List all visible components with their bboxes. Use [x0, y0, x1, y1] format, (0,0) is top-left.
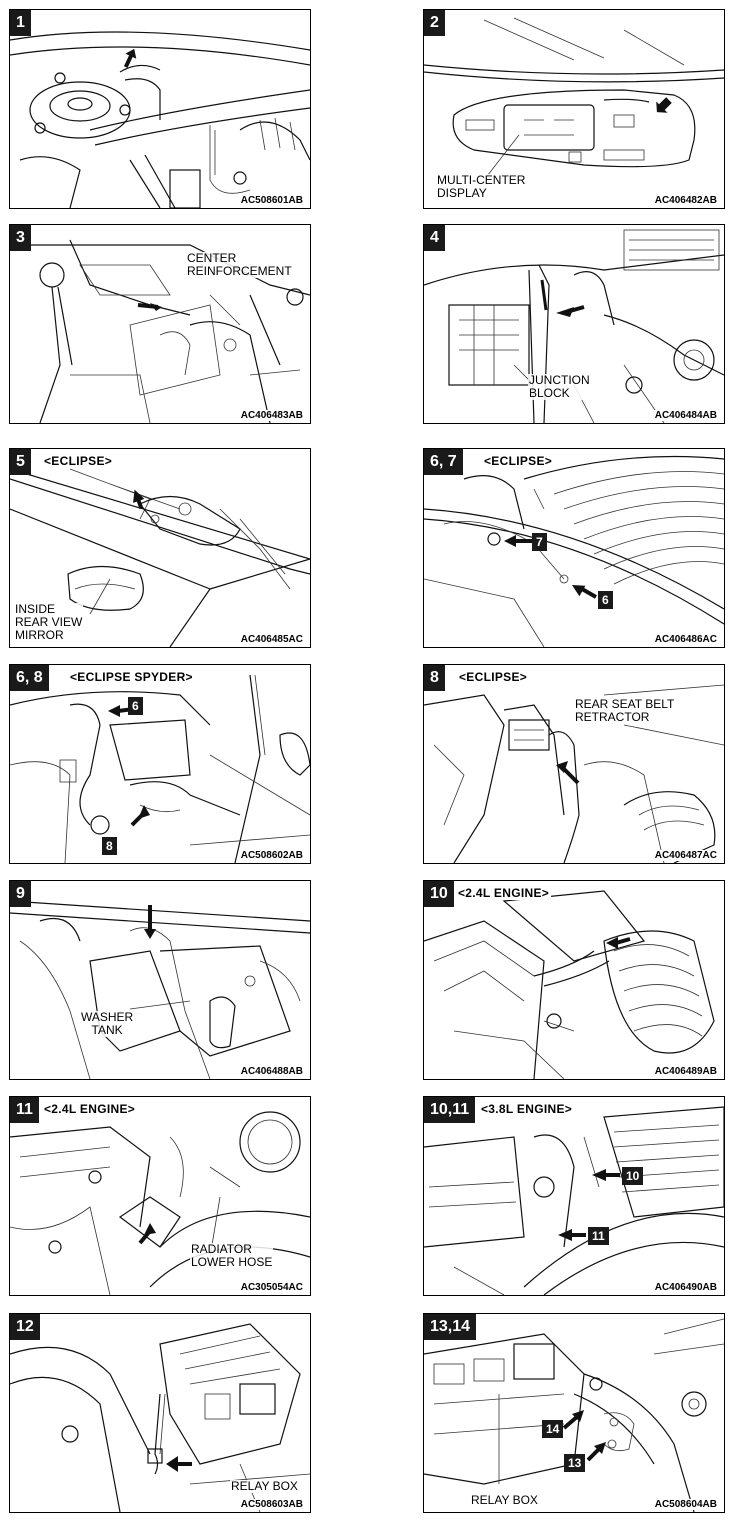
diagram-panel-10: 10 <2.4L ENGINE> AC406489AB [423, 880, 725, 1080]
callout-marker: 10 [622, 1167, 644, 1185]
model-variant-label: <3.8L ENGINE> [479, 1102, 575, 1116]
engine-strut-illustration [10, 31, 310, 208]
step-badge: 12 [10, 1314, 40, 1340]
callout-marker: 13 [564, 1454, 586, 1472]
figure-code: AC305054AC [239, 1282, 304, 1293]
step-badge: 8 [424, 665, 445, 691]
diagram-panel-13-14: 13,14 14 13 RELAY BOX AC508604AB [423, 1313, 725, 1513]
figure-code: AC406490AB [653, 1282, 718, 1293]
figure-code: AC508601AB [239, 195, 304, 206]
step-badge: 11 [10, 1097, 39, 1123]
figure-code: AC406487AC [653, 850, 718, 861]
engine-24l-illustration [424, 890, 715, 1079]
figure-code: AC508604AB [653, 1499, 718, 1510]
model-variant-label: <ECLIPSE> [457, 670, 530, 684]
step-badge: 13,14 [424, 1314, 477, 1340]
washer-tank-illustration [10, 900, 310, 1079]
figure-code: AC406488AB [239, 1066, 304, 1077]
dashboard-display-illustration [424, 17, 724, 181]
callout-marker: 14 [542, 1420, 564, 1438]
step-badge: 6, 8 [10, 665, 49, 691]
diagram-panel-6-7: 6, 7 <ECLIPSE> 7 6 AC406486AC [423, 448, 725, 648]
radiator-hose-illustration [10, 1111, 310, 1295]
step-badge: 1 [10, 10, 31, 36]
rear-deck-illustration [424, 455, 724, 647]
callout-marker: 7 [532, 533, 547, 551]
roof-mirror-illustration [10, 468, 310, 647]
model-variant-label: <ECLIPSE SPYDER> [68, 670, 195, 684]
figure-code: AC508603AB [239, 1499, 304, 1510]
callout-marker: 6 [128, 697, 143, 715]
relay-box-illustration [10, 1323, 310, 1512]
step-badge: 6, 7 [424, 449, 463, 475]
model-variant-label: <2.4L ENGINE> [42, 1102, 138, 1116]
seat-belt-retractor-illustration [424, 684, 724, 863]
component-label: RELAY BOX [470, 1493, 539, 1507]
callout-marker: 6 [598, 591, 613, 609]
model-variant-label: <ECLIPSE> [482, 454, 555, 468]
diagram-panel-6-8: 6, 8 <ECLIPSE SPYDER> 6 8 AC508602AB [9, 664, 311, 864]
figure-code: AC406489AB [653, 1066, 718, 1077]
engine-38l-illustration [424, 1106, 724, 1295]
model-variant-label: <ECLIPSE> [42, 454, 115, 468]
step-badge: 9 [10, 881, 31, 907]
step-badge: 2 [424, 10, 445, 36]
center-console-illustration [30, 239, 310, 423]
step-badge: 10,11 [424, 1097, 476, 1123]
diagram-panel-1: 1 AC508601AB [9, 9, 311, 209]
callout-marker: 11 [588, 1227, 609, 1245]
step-badge: 5 [10, 449, 31, 475]
spyder-trunk-illustration [10, 674, 310, 863]
relay-box-ground-illustration [424, 1318, 724, 1512]
step-badge: 4 [424, 225, 445, 251]
diagram-panel-10-11: 10,11 <3.8L ENGINE> 10 11 AC406490AB [423, 1096, 725, 1296]
figure-code: AC406485AC [239, 634, 304, 645]
figure-code: AC508602AB [239, 850, 304, 861]
model-variant-label: <2.4L ENGINE> [456, 886, 552, 900]
figure-code: AC406483AB [239, 410, 304, 421]
diagram-panel-12: 12 RELAY BOX AC508603AB [9, 1313, 311, 1513]
step-badge: 3 [10, 225, 31, 251]
callout-marker: 8 [102, 837, 117, 855]
component-label: RELAY BOX [230, 1479, 299, 1493]
figure-code: AC406484AB [653, 410, 718, 421]
figure-code: AC406482AB [653, 195, 718, 206]
figure-code: AC406486AC [653, 634, 718, 645]
step-badge: 10 [424, 881, 454, 907]
